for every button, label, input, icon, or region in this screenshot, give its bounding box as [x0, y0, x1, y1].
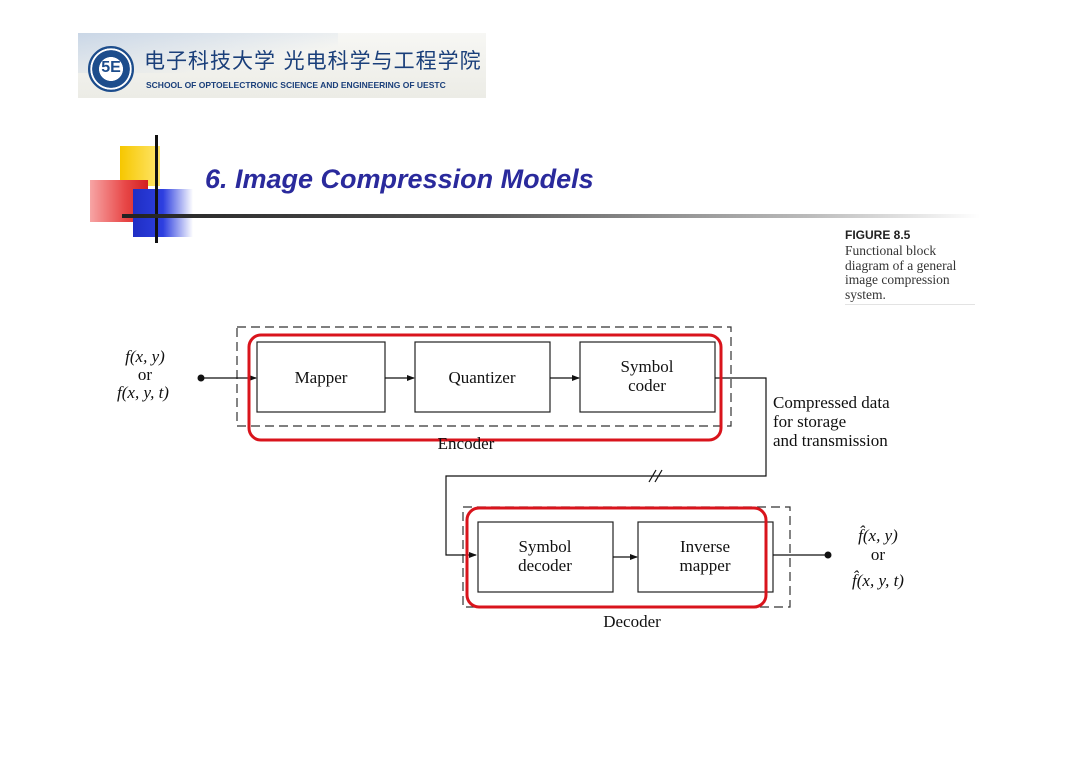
inverse-mapper-label-2: mapper [680, 556, 731, 575]
output-node [824, 551, 832, 559]
figure-caption: Functional block diagram of a general im… [845, 243, 975, 305]
output-label-1: f̂(x, y) [858, 525, 898, 545]
input-label-or: or [138, 365, 153, 384]
symbol-decoder-label-1: Symbol [519, 537, 572, 556]
input-label-2: f(x, y, t) [117, 383, 169, 402]
input-label-1: f(x, y) [125, 347, 165, 366]
mapper-block [256, 341, 386, 413]
title-underline [122, 214, 980, 218]
symbol-coder-block [579, 341, 716, 413]
decor-vertical-line [155, 135, 158, 243]
symbol-decoder-block [477, 521, 614, 593]
channel-path [445, 377, 767, 558]
decor-yellow-square [120, 146, 160, 186]
symbol-decoder-label-2: decoder [518, 556, 572, 575]
inverse-mapper-label-1: Inverse [680, 537, 730, 556]
decor-blue-square [133, 189, 193, 237]
banner-chinese-title: 电子科技大学 光电科学与工程学院 [144, 49, 482, 73]
decoder-label: Decoder [603, 612, 661, 631]
output-label-or: or [871, 545, 886, 564]
encoder-highlight [247, 333, 723, 442]
university-logo-icon: 5E [88, 46, 134, 92]
output-label-2: f̂(x, y, t) [852, 570, 904, 590]
quantizer-block [414, 341, 551, 413]
channel-label-2: for storage [773, 412, 846, 431]
channel-label-1: Compressed data [773, 393, 890, 412]
encoder-label: Encoder [438, 434, 495, 453]
university-banner: 5E 电子科技大学 光电科学与工程学院 SCHOOL OF OPTOELECTR… [78, 33, 486, 98]
channel-break-mark-2 [654, 469, 663, 483]
quantizer-label: Quantizer [448, 368, 515, 387]
channel-label-3: and transmission [773, 431, 888, 450]
channel-break-mark-1 [648, 469, 657, 483]
symbol-coder-label-1: Symbol [621, 357, 674, 376]
inverse-mapper-block [637, 521, 774, 593]
encoder-dashed-frame [236, 326, 732, 427]
logo-emblem-text: 5E [101, 59, 121, 76]
slide-title: 6. Image Compression Models [205, 164, 594, 194]
decoder-highlight [465, 506, 768, 609]
banner-english-subtitle: SCHOOL OF OPTOELECTRONIC SCIENCE AND ENG… [146, 80, 446, 90]
symbol-coder-label-2: coder [628, 376, 666, 395]
mapper-label: Mapper [295, 368, 348, 387]
figure-label: FIGURE 8.5 [845, 228, 911, 242]
